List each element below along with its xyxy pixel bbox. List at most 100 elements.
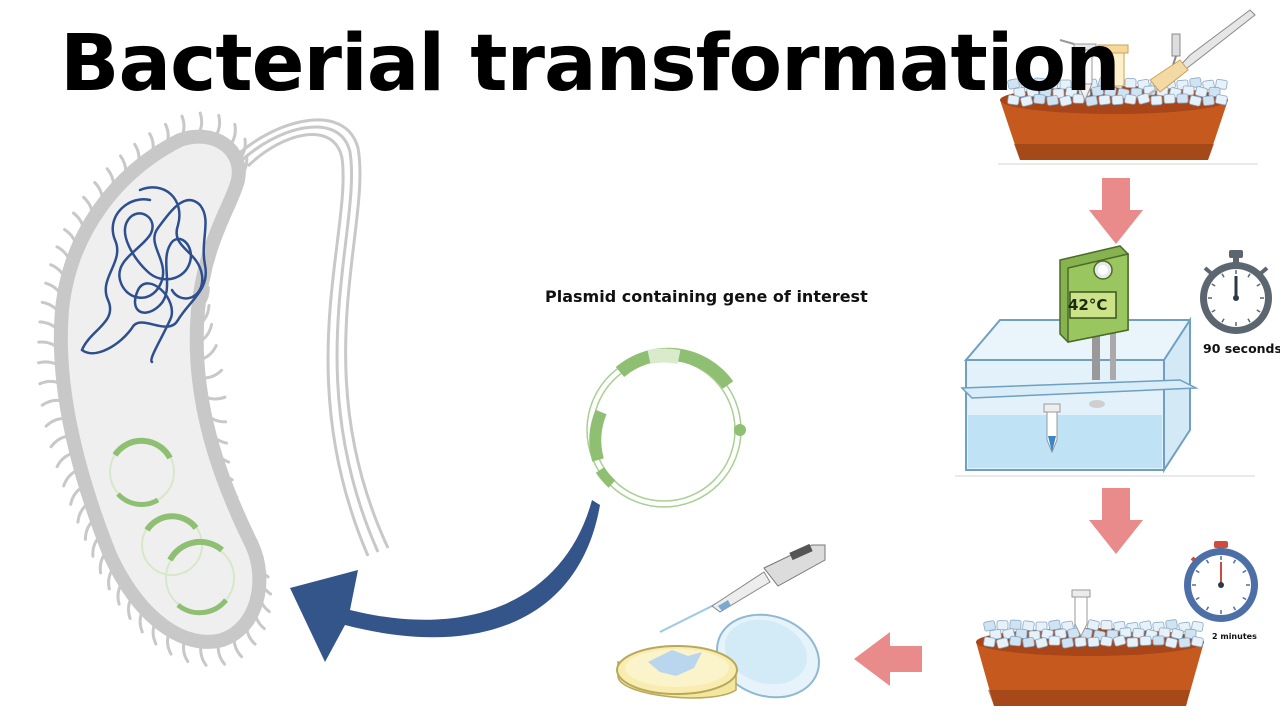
ice-cube: [1020, 95, 1034, 107]
stopwatch-tick: [1221, 273, 1225, 278]
ice-cube: [989, 629, 1002, 640]
plasmid-ring: [586, 347, 746, 508]
step-arrow-down-2: [1089, 488, 1143, 554]
ice-cube: [1139, 620, 1152, 632]
ice-cube: [1046, 78, 1059, 90]
stopwatch-tick: [1195, 569, 1200, 574]
ice-cube: [1022, 620, 1035, 632]
ice-cube: [1022, 637, 1035, 648]
ice-cube: [1007, 78, 1020, 90]
ice-cube: [1184, 628, 1197, 639]
step-arrow-down-1: [1089, 178, 1143, 244]
heat-shock-duration-label: 90 seconds: [1203, 341, 1280, 356]
page-title: Bacterial transformation: [60, 19, 1121, 109]
microtubes: [1059, 39, 1129, 102]
ice-bucket-bottom: [976, 589, 1204, 706]
ice-cubes: [983, 619, 1204, 649]
ice-cube: [1191, 621, 1204, 632]
chromosome-dna: [80, 186, 208, 364]
stopwatch-tick: [1232, 559, 1237, 564]
ice-cube: [1119, 627, 1132, 638]
ice-cube: [1074, 636, 1087, 648]
ice-cube: [1009, 619, 1022, 630]
pipette: [659, 543, 826, 633]
heater-temperature-readout: 42°C: [1068, 296, 1108, 314]
ice-cube: [1098, 94, 1111, 106]
ice-cube: [1100, 635, 1113, 647]
ice-cube: [1111, 94, 1124, 106]
ice-cube: [1215, 79, 1228, 90]
ice-cube: [1126, 637, 1139, 648]
ice-cube: [1085, 95, 1098, 107]
stopwatch-tick: [1247, 318, 1251, 323]
ice-cube: [1059, 95, 1073, 107]
ice-cube: [1165, 637, 1178, 649]
heater-unit: [1059, 245, 1129, 380]
ice-cube: [996, 637, 1010, 649]
flagellum: [230, 118, 390, 557]
stopwatch-tick: [1242, 569, 1247, 574]
stopwatch-tick: [1211, 309, 1216, 313]
internal-plasmids: [109, 437, 235, 616]
ice-cube: [983, 620, 996, 632]
ice-cube: [1189, 77, 1202, 88]
ice-cube: [996, 620, 1009, 631]
ice-cube: [1033, 93, 1046, 105]
ice-cube: [1194, 86, 1208, 98]
ice-cube: [1152, 635, 1165, 646]
ice-cube: [1020, 78, 1033, 89]
stopwatch-tick: [1211, 283, 1216, 287]
ice-cube: [1163, 93, 1176, 104]
microtube: [1071, 589, 1091, 638]
ice-cube: [983, 636, 996, 648]
stopwatch-tick: [1242, 596, 1247, 601]
ice-cube: [1091, 85, 1104, 97]
ice-cube: [1087, 636, 1100, 648]
ice-cube: [1189, 95, 1202, 107]
recovery-duration-label: 2 minutes: [1212, 632, 1257, 641]
stopwatch-icon: [1184, 541, 1258, 622]
ice-cube: [1208, 86, 1221, 97]
cell-wall: [53, 129, 267, 649]
ice-cube: [1178, 637, 1191, 648]
stopwatch-tick: [1232, 606, 1237, 611]
ice-cube: [1202, 95, 1215, 106]
petri-dishes: [616, 613, 820, 699]
ice-cube: [1158, 627, 1171, 638]
stopwatch-tick: [1205, 559, 1210, 564]
ice-cube: [1176, 93, 1189, 104]
tube-in-water: [1043, 400, 1105, 454]
ice-cube: [1165, 619, 1178, 630]
ice-cube: [1086, 619, 1100, 631]
pipette-top: [1147, 9, 1256, 97]
water-bath: [955, 245, 1255, 477]
plasmid-label: Plasmid containing gene of interest: [545, 287, 868, 306]
ice-cube: [1013, 87, 1026, 98]
stopwatch-icon: [1200, 250, 1272, 334]
ice-cube: [1182, 85, 1195, 96]
bacterium-cell: [37, 111, 390, 667]
uptake-arrow: [290, 500, 600, 662]
stopwatch-tick: [1205, 606, 1210, 611]
ice-cube: [1061, 637, 1074, 649]
ice-cube: [1132, 627, 1145, 639]
ice-cube: [1124, 78, 1137, 89]
ice-cube: [1137, 93, 1151, 105]
stopwatch-tick: [1221, 318, 1225, 323]
ice-cube: [1113, 635, 1127, 647]
ice-cube: [1191, 636, 1204, 648]
ice-cube: [1048, 635, 1061, 646]
ice-cube: [1033, 77, 1046, 88]
ice-cube: [1150, 95, 1163, 106]
ice-cube: [1007, 94, 1020, 106]
ice-cube: [1139, 635, 1152, 646]
ice-cube: [1046, 95, 1059, 106]
stopwatch-tick: [1247, 273, 1251, 278]
stopwatch-tick: [1195, 596, 1200, 601]
ice-cube: [1009, 635, 1022, 647]
ice-cube: [1035, 637, 1049, 649]
ice-bucket-top: [998, 9, 1258, 165]
ice-cube: [1048, 619, 1061, 631]
ice-cube: [1215, 94, 1228, 106]
